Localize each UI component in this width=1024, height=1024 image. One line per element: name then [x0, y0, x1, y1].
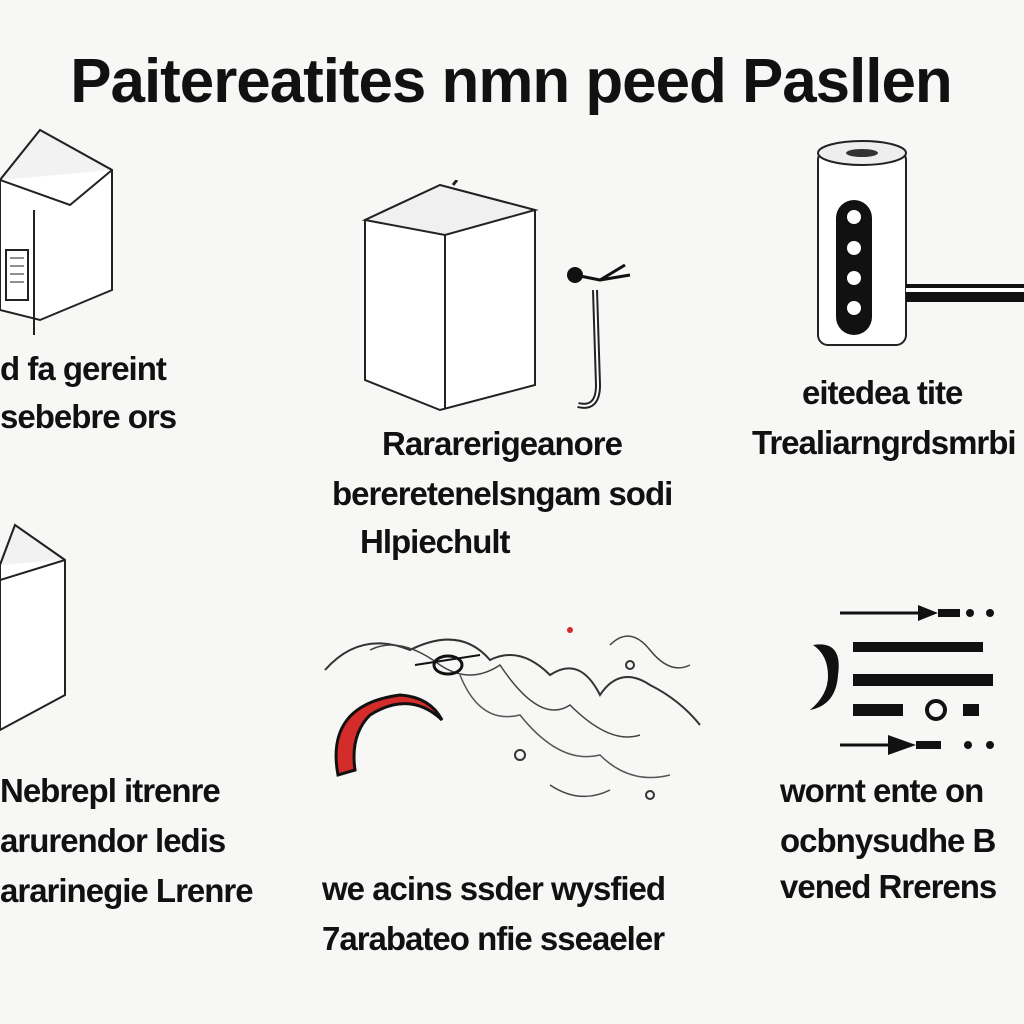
panel-2-line-2: bereretenelsngam sodi: [332, 475, 673, 512]
scribble-illustration: [320, 605, 720, 815]
panel-1-line-1: d fa gereint: [0, 350, 167, 387]
panel-2-line-3: Hlpiechult: [360, 523, 511, 560]
panel-4-line-2: arurendor ledis: [0, 822, 226, 859]
cylinder-device-illustration: [800, 135, 1024, 360]
panel-3-line-1: eitedea tite: [802, 374, 963, 411]
panel-4-line-3: ararinegie Lrenre: [0, 872, 254, 909]
arrow-diagram-illustration: [798, 600, 1024, 760]
panel-6-line-2: ocbnysudhe B: [780, 822, 996, 859]
panel-2-line-1: Rararerigeanore: [382, 425, 623, 462]
panel-5-line-2: 7arabateo nfie sseaeler: [322, 920, 665, 957]
box-with-hook-illustration: [360, 180, 650, 420]
panel-6-line-3: vened Rrerens: [780, 868, 997, 905]
panel-3-line-2: Trealiarngrdsmrbi: [752, 424, 1017, 461]
page-title: Paitereatites nmn peed Pasllen: [70, 47, 952, 116]
box-illustration-2: [0, 520, 70, 740]
panel-6-line-1: wornt ente on: [780, 772, 984, 809]
panel-1-line-2: sebebre ors: [0, 398, 177, 435]
panel-4-line-1: Nebrepl itrenre: [0, 772, 221, 809]
panel-5-line-1: we acins ssder wysfied: [322, 870, 666, 907]
box-illustration-1: [0, 110, 130, 340]
